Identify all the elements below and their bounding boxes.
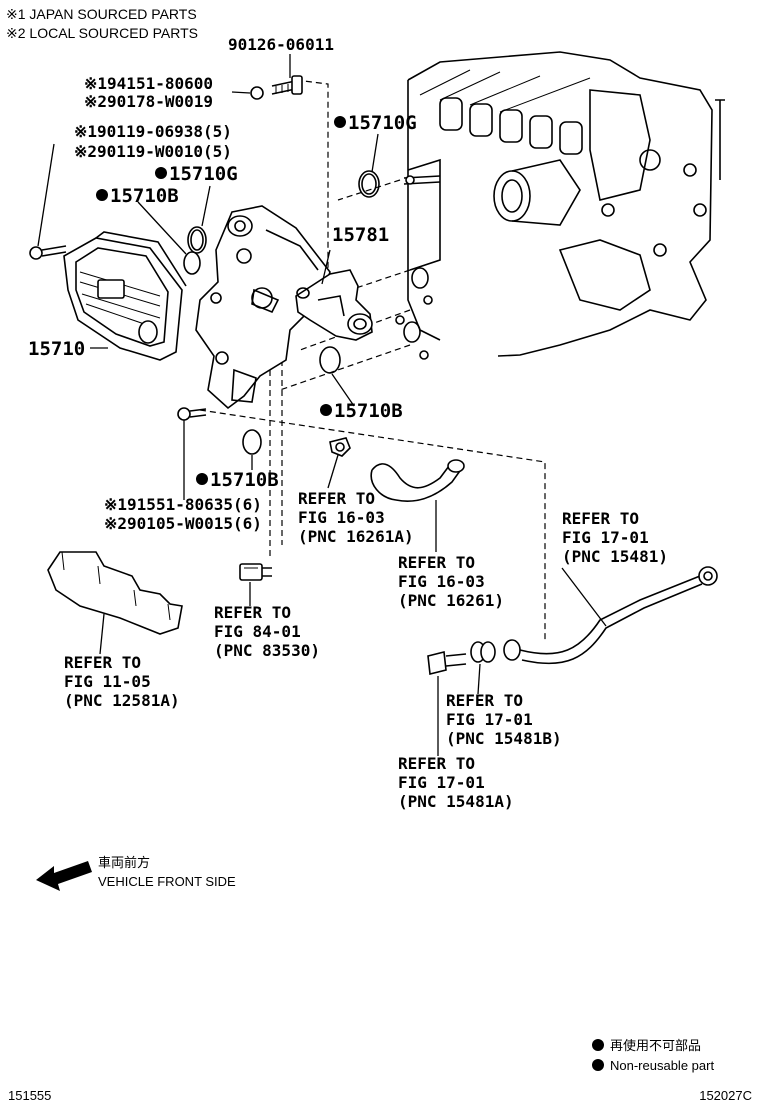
hose-clamp (329, 437, 351, 457)
oring-15710g-right (358, 170, 380, 198)
callout-15710: 15710 (28, 338, 85, 360)
svg-text:(PNC 16261A): (PNC 16261A) (298, 527, 414, 546)
gasket-15481b (470, 641, 496, 663)
oil-cooler-15710 (63, 231, 187, 361)
oring-15710b-mid (319, 346, 341, 374)
refer-16261: REFER TO FIG 16-03 (PNC 16261) (398, 553, 504, 610)
water-hose (370, 459, 465, 502)
nonreusable-marker (96, 189, 108, 201)
refer-83530: REFER TO FIG 84-01 (PNC 83530) (214, 603, 320, 660)
note-local-sourced: ※2 LOCAL SOURCED PARTS (6, 25, 198, 41)
callout-15781: 15781 (332, 224, 389, 246)
svg-text:(PNC 12581A): (PNC 12581A) (64, 691, 180, 710)
callout-15710b-mid: 15710B (334, 400, 403, 422)
nonreusable-marker (334, 116, 346, 128)
svg-text:REFER TO: REFER TO (298, 489, 375, 508)
svg-text:FIG 17-01: FIG 17-01 (446, 710, 533, 729)
nonreusable-marker (196, 473, 208, 485)
refer-15481: REFER TO FIG 17-01 (PNC 15481) (562, 509, 668, 566)
svg-text:REFER TO: REFER TO (398, 553, 475, 572)
footer-illustration-code: 151555 (8, 1088, 51, 1103)
refer-12581a: REFER TO FIG 11-05 (PNC 12581A) (64, 653, 180, 710)
block-stud (403, 175, 441, 185)
oil-pipe (503, 566, 718, 665)
svg-text:FIG 17-01: FIG 17-01 (398, 773, 485, 792)
callout-90178-w0019: ※290178-W0019 (84, 92, 213, 111)
engine-block-outline (395, 51, 725, 360)
svg-text:(PNC 15481): (PNC 15481) (562, 547, 668, 566)
oring-15710g-right-inner (361, 173, 377, 195)
svg-text:FIG 84-01: FIG 84-01 (214, 622, 301, 641)
svg-text:REFER TO: REFER TO (214, 603, 291, 622)
legend-marker-icon (592, 1039, 604, 1051)
callout-15710g-left: 15710G (169, 163, 238, 185)
callout-15710g-right: 15710G (348, 112, 417, 134)
cover-bolt (29, 245, 67, 260)
legend-en: Non-reusable part (610, 1058, 714, 1073)
svg-text:(PNC 15481A): (PNC 15481A) (398, 792, 514, 811)
callout-90119-w0010: ※290119-W0010(5) (74, 142, 232, 161)
svg-text:FIG 11-05: FIG 11-05 (64, 672, 151, 691)
svg-text:REFER TO: REFER TO (64, 653, 141, 672)
lower-bolt-91551 (177, 407, 207, 421)
callout-15710b-low: 15710B (210, 469, 279, 491)
callout-91551-80635: ※191551-80635(6) (104, 495, 262, 514)
oring-15710b-left (183, 251, 201, 275)
svg-text:FIG 16-03: FIG 16-03 (398, 572, 485, 591)
housing-15781 (295, 269, 373, 341)
oring-15710b-low (242, 429, 262, 455)
oring-15710g-left (187, 226, 207, 254)
refer-15481b: REFER TO FIG 17-01 (PNC 15481B) (446, 691, 562, 748)
nonreusable-marker (155, 167, 167, 179)
svg-text:FIG 16-03: FIG 16-03 (298, 508, 385, 527)
callout-94151-80600: ※194151-80600 (84, 74, 213, 93)
refer-15481a: REFER TO FIG 17-01 (PNC 15481A) (398, 754, 514, 811)
leader-lines (37, 54, 607, 756)
svg-text:FIG 17-01: FIG 17-01 (562, 528, 649, 547)
top-bolt-90126 (271, 75, 303, 95)
callout-15710b-left: 15710B (110, 185, 179, 207)
callout-90119-06938: ※190119-06938(5) (74, 122, 232, 141)
svg-text:REFER TO: REFER TO (562, 509, 639, 528)
baffle-plate (47, 551, 183, 635)
nonreusable-marker (320, 404, 332, 416)
oil-pressure-switch (239, 563, 272, 581)
union-bolt-15481a (427, 651, 467, 675)
callout-90126-06011: 90126-06011 (228, 35, 334, 54)
svg-text:(PNC 16261): (PNC 16261) (398, 591, 504, 610)
vehicle-front-arrow-icon (36, 861, 92, 891)
oil-filter-bracket (195, 205, 331, 410)
refer-16261a: REFER TO FIG 16-03 (PNC 16261A) (298, 489, 414, 546)
vehicle-front-en: VEHICLE FRONT SIDE (98, 874, 236, 889)
callout-90105-w0015: ※290105-W0015(6) (104, 514, 262, 533)
vehicle-front-jp: 車両前方 (98, 855, 150, 870)
svg-text:REFER TO: REFER TO (446, 691, 523, 710)
note-japan-sourced: ※1 JAPAN SOURCED PARTS (6, 6, 197, 22)
svg-text:(PNC 83530): (PNC 83530) (214, 641, 320, 660)
legend-jp: 再使用不可部品 (610, 1038, 701, 1053)
oring-15710g-left-inner (190, 229, 204, 251)
footer-figure-code: 152027C (699, 1088, 752, 1103)
svg-text:(PNC 15481B): (PNC 15481B) (446, 729, 562, 748)
plug-94151 (250, 86, 264, 100)
svg-text:REFER TO: REFER TO (398, 754, 475, 773)
legend-marker-icon (592, 1059, 604, 1071)
